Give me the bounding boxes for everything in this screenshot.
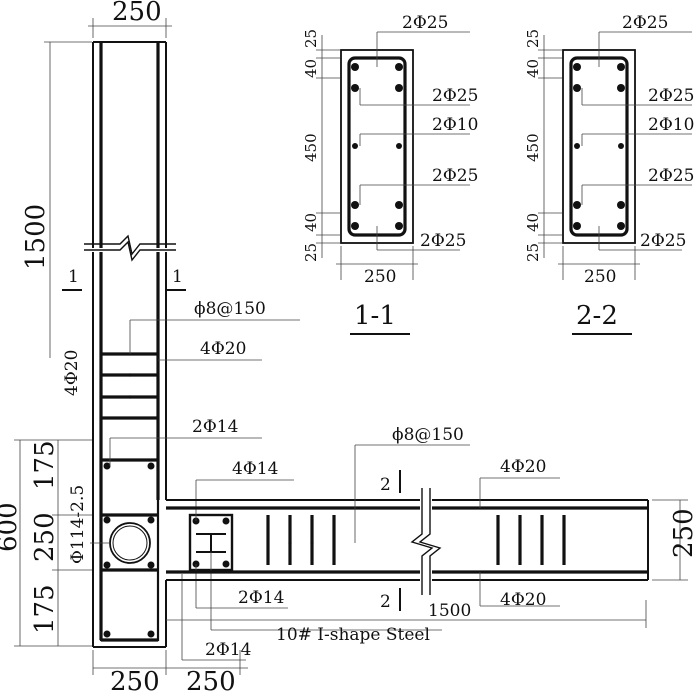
s1-rebar-3: 2Φ10	[432, 115, 478, 135]
s1-rebar-4: 2Φ25	[432, 166, 478, 186]
s2-title: 2-2	[576, 301, 618, 331]
joint-dim-bottom: 175	[30, 584, 60, 634]
s2-rebar-2: 2Φ25	[648, 86, 694, 106]
s1-dim-1: 25	[302, 29, 320, 48]
section-1-1: 2Φ25 2Φ25 2Φ10 2Φ25 2Φ25 25 40 450 40 25…	[302, 13, 478, 335]
s1-dim-2: 40	[302, 59, 320, 78]
beam-section-mark-bottom: 2	[380, 592, 391, 612]
s2-rebar-3: 2Φ10	[648, 115, 694, 135]
column-rebar-label: 4Φ20	[200, 339, 246, 359]
beam: 2 2 ϕ8@150 4Φ20 4Φ20 1500 250	[166, 425, 699, 628]
s2-rebar-1: 2Φ25	[622, 13, 668, 33]
beam-rebar-top-label: 4Φ20	[500, 457, 546, 477]
main-column: 250 1500 1 1 ϕ8@150 4Φ20 4Φ20	[21, 0, 300, 648]
s1-title: 1-1	[354, 301, 396, 331]
s2-dim-4: 40	[524, 213, 542, 232]
joint-dim-mid: 250	[30, 512, 60, 562]
section-mark-right: 1	[172, 267, 183, 287]
pipe-label: Φ114-2.5	[68, 485, 88, 564]
joint-rebar-top-label: 2Φ14	[192, 417, 238, 437]
joint-dim-top: 175	[30, 440, 60, 490]
joint-rebar-side-label: 4Φ14	[232, 459, 278, 479]
s2-dim-1: 25	[524, 29, 542, 48]
s2-width: 250	[584, 267, 616, 287]
s1-width: 250	[364, 267, 396, 287]
s1-dim-4: 40	[302, 213, 320, 232]
joint-region: 2Φ14 4Φ14 2Φ14 2Φ14 10# I-shape Steel Φ1…	[0, 417, 442, 696]
beam-rebar-bottom-label: 4Φ20	[500, 590, 546, 610]
s1-rebar-2: 2Φ25	[432, 86, 478, 106]
joint-dim-bottom-right: 250	[186, 667, 236, 696]
joint-rebar-lower-label: 2Φ14	[205, 640, 251, 660]
s2-dim-5: 25	[524, 243, 542, 262]
column-rebar-vertical-label: 4Φ20	[62, 350, 82, 396]
i-shape-steel-label: 10# I-shape Steel	[276, 625, 430, 645]
joint-rebar-bottom-label: 2Φ14	[238, 588, 284, 608]
section-2-2: 2Φ25 2Φ25 2Φ10 2Φ25 2Φ25 25 40 450 40 25…	[524, 13, 694, 335]
s1-rebar-1: 2Φ25	[402, 13, 448, 33]
beam-length: 1500	[428, 601, 471, 621]
section-mark-left: 1	[68, 267, 79, 287]
s2-rebar-4: 2Φ25	[648, 166, 694, 186]
column-height: 1500	[21, 204, 51, 270]
s1-dim-5: 25	[302, 243, 320, 262]
s1-rebar-5: 2Φ25	[420, 231, 466, 251]
s2-dim-3: 450	[524, 133, 542, 162]
beam-depth: 250	[669, 508, 699, 558]
beam-section-mark-top: 2	[380, 475, 391, 495]
column-stirrup-label: ϕ8@150	[194, 299, 266, 319]
s1-dim-3: 450	[302, 133, 320, 162]
column-width-top: 250	[112, 0, 162, 27]
joint-dim-total: 600	[0, 502, 23, 552]
beam-stirrup-label: ϕ8@150	[392, 425, 464, 445]
s2-dim-2: 40	[524, 59, 542, 78]
s2-rebar-5: 2Φ25	[640, 231, 686, 251]
joint-dim-bottom-left: 250	[110, 667, 160, 696]
